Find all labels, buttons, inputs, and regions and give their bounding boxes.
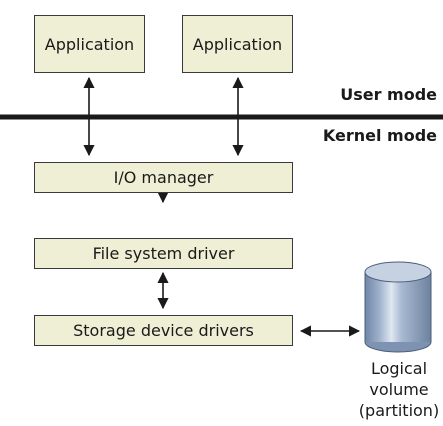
logical-volume-cylinder [364, 261, 432, 353]
application-label: Application [44, 34, 135, 54]
volume-label-line-3: (partition) [358, 401, 440, 420]
storage-device-drivers-box: Storage device drivers [34, 315, 293, 346]
application-box-1: Application [34, 15, 145, 73]
logical-volume-label: Logical volume (partition) [355, 358, 443, 421]
storage-device-drivers-label: Storage device drivers [73, 321, 254, 340]
io-manager-box: I/O manager [34, 162, 293, 193]
io-manager-label: I/O manager [113, 168, 214, 187]
volume-label-line-2: volume [369, 380, 429, 399]
kernel-mode-label: Kernel mode [322, 126, 437, 145]
file-system-driver-label: File system driver [92, 244, 235, 263]
volume-label-line-1: Logical [370, 359, 428, 378]
file-system-driver-box: File system driver [34, 238, 293, 269]
user-mode-label: User mode [340, 85, 437, 104]
application-label: Application [192, 34, 283, 54]
application-box-2: Application [182, 15, 293, 73]
